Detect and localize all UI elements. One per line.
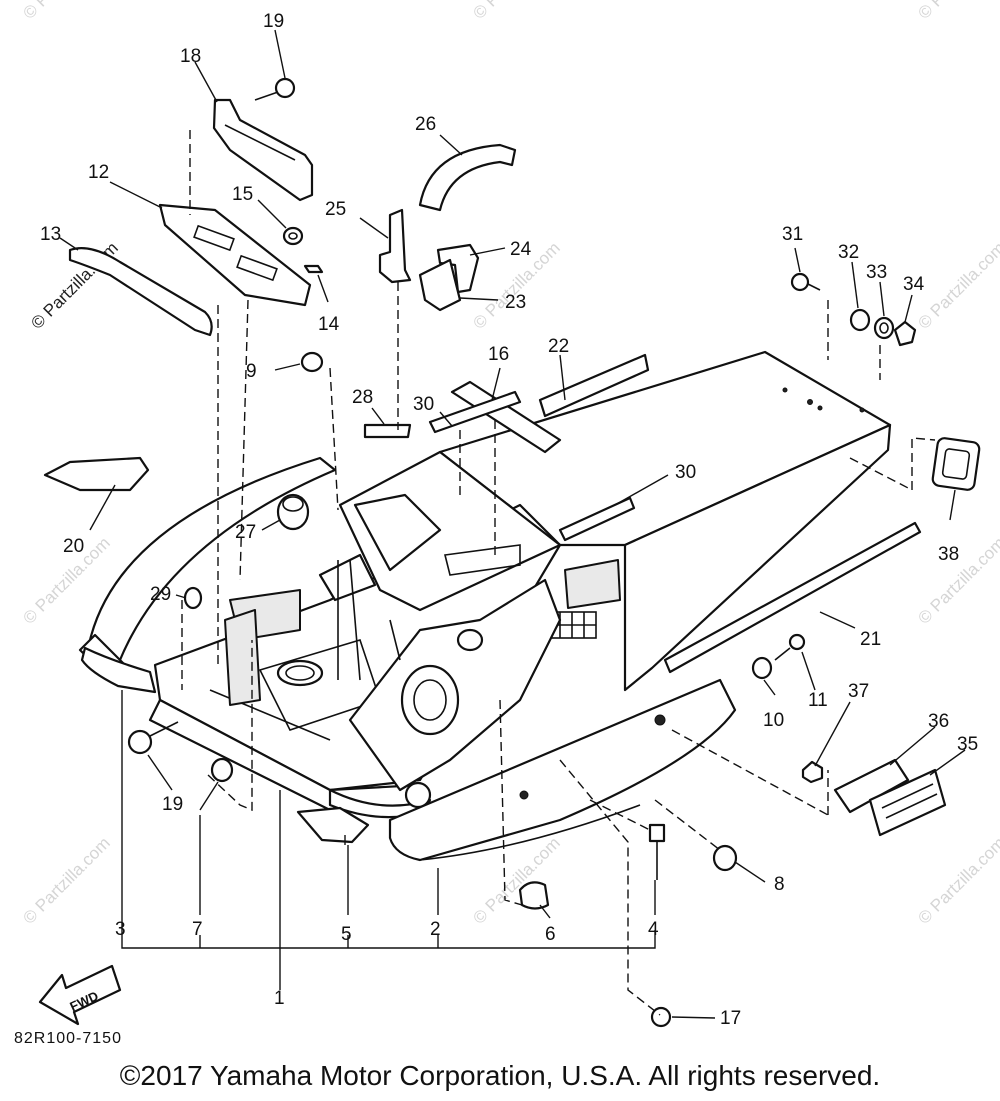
callout-11: 11 [808,690,828,711]
callout-2: 2 [430,919,441,940]
callout-13: 13 [40,224,61,245]
callout-33: 33 [866,262,887,283]
callout-29: 29 [150,584,171,605]
collar-7 [210,757,234,783]
plug-8 [712,844,738,872]
callout-15: 15 [232,184,253,205]
guide-lines [181,130,936,1016]
clip-6 [518,881,550,910]
right-hardware [127,272,981,1028]
bolt-31 [790,272,821,292]
callout-37: 37 [848,681,869,702]
watermark: © Partzilla.com [469,0,563,23]
washer-33 [873,316,895,340]
callout-28: 28 [352,387,373,408]
drawing-code: 82R100-7150 [14,1030,122,1047]
bracket-25 [378,208,412,284]
reflector-35 [868,768,947,837]
watermark: © Partzilla.com [914,833,1000,927]
callout-23: 23 [505,292,526,313]
callout-26: 26 [415,114,436,135]
tunnel-assembly [438,350,892,692]
callout-18: 18 [180,46,201,67]
callout-30a: 30 [413,394,434,415]
callout-17: 17 [720,1008,741,1029]
callout-7: 7 [192,919,203,940]
callout-25: 25 [325,199,346,220]
bracket-5 [296,806,370,844]
callout-6: 6 [545,924,556,945]
callout-30b: 30 [675,462,696,483]
strip-28 [363,423,412,439]
callout-16: 16 [488,344,509,365]
upper-parts [43,77,517,610]
watermark: © Partzilla.com [914,238,1000,332]
plug-29 [183,586,203,610]
handle-26 [418,143,517,212]
callout-8: 8 [774,874,785,895]
parts-diagram: © Partzilla.com © Partzilla.com © Partzi… [19,0,1000,1029]
side-panel [388,678,737,862]
front-nose-pan [78,456,337,694]
callout-19-lower: 19 [162,794,183,815]
callout-5: 5 [341,924,352,945]
callout-35: 35 [957,734,978,755]
callout-38: 38 [938,544,959,565]
front-frame [148,450,562,819]
watermark: © Partzilla.com [19,833,113,927]
watermark: © Partzilla.com [914,0,1000,23]
nut-9 [300,351,324,373]
callout-4: 4 [648,919,659,940]
bolt-19-upper [254,77,296,101]
nut-15 [282,226,304,246]
fwd-arrow-icon: FWD [38,964,122,1026]
callout-24: 24 [510,239,532,260]
callout-3: 3 [115,919,126,940]
callout-12: 12 [88,162,109,183]
callout-10: 10 [763,710,784,731]
callout-21: 21 [860,629,881,650]
bolt-11 [774,633,806,661]
strip-30a [428,390,522,434]
strip-22 [538,353,650,418]
callout-32: 32 [838,242,859,263]
watermark: © Partzilla.com [469,833,563,927]
callout-19-upper: 19 [263,11,284,32]
nut-37 [801,760,824,784]
callout-31: 31 [782,224,803,245]
reflector-38 [931,437,981,491]
collar-10 [751,656,773,680]
strip-30b [558,496,636,542]
bottom-bracket [121,690,656,990]
callout-27: 27 [235,522,256,543]
callout-36: 36 [928,711,949,732]
callout-1: 1 [274,988,285,1009]
callout-9: 9 [246,361,257,382]
callout-14: 14 [318,314,340,335]
nut-34 [893,320,917,347]
callouts: 1 2 3 4 5 6 7 8 9 10 11 12 13 14 15 16 1… [40,11,978,1029]
leader-lines [59,29,966,1019]
strips [363,353,922,674]
callout-22: 22 [548,336,569,357]
bracket-18 [212,98,314,202]
spacer-4 [648,823,666,880]
washer-32 [849,308,871,332]
plug-17 [650,1006,672,1028]
cover-20 [43,456,150,492]
block-23 [418,258,462,312]
callout-34: 34 [903,274,925,295]
callout-20: 20 [63,536,84,557]
grommet-27 [276,493,310,531]
side-strip-21 [663,521,922,674]
bar-13 [68,247,213,337]
strip-16 [450,380,562,454]
watermark: © Partzilla.com [19,0,113,23]
copyright-notice: ©2017 Yamaha Motor Corporation, U.S.A. A… [119,1060,881,1091]
pad-14 [303,264,324,274]
plate-36 [833,758,910,814]
bolt-19-lower [127,721,179,755]
plate-12 [158,203,312,307]
